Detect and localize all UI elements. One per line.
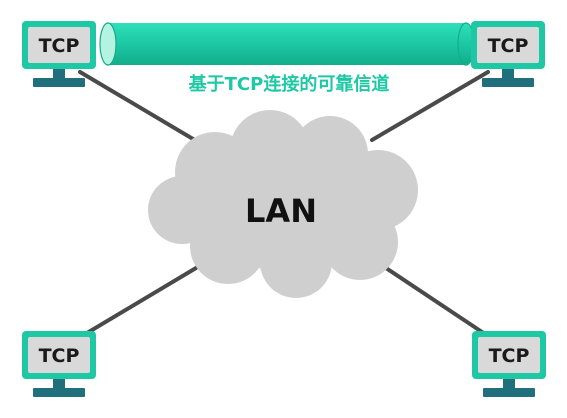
computer-bottom-right: TCP — [472, 331, 546, 397]
computer-bottom-left: TCP — [22, 331, 96, 397]
monitor-icon — [472, 331, 546, 397]
monitor-icon — [22, 331, 96, 397]
link-top-left — [78, 70, 217, 154]
lan-label: LAN — [245, 192, 317, 230]
node-label: TCP — [39, 345, 80, 367]
link-top-right — [370, 70, 490, 142]
monitor-icon — [22, 21, 96, 87]
monitor-icon — [471, 21, 545, 87]
link-bottom-left — [80, 266, 198, 338]
node-label: TCP — [489, 345, 530, 367]
channel-label: 基于TCP连接的可靠信道 — [188, 73, 390, 95]
link-bottom-right — [372, 258, 490, 338]
network-links — [78, 70, 490, 338]
node-label: TCP — [39, 35, 80, 57]
computer-top-right: TCP — [471, 21, 545, 87]
node-label: TCP — [488, 35, 529, 57]
tcp-channel-pipe — [99, 22, 475, 66]
lan-cloud: LAN — [148, 110, 418, 298]
computer-top-left: TCP — [22, 21, 96, 87]
